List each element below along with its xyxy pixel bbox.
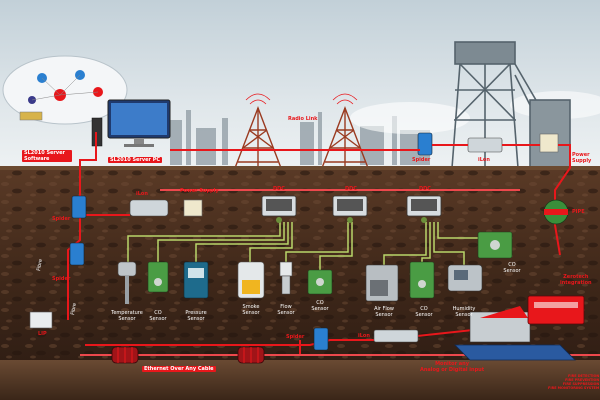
- radio-tower-right: [321, 106, 369, 169]
- power-supply-surface: [539, 133, 559, 153]
- ddc-unit: [261, 195, 297, 223]
- radio-tower-left: [234, 106, 282, 169]
- spider-label-surface: Spider: [412, 157, 431, 163]
- server-software-label: SL2010 Server Software: [22, 150, 72, 162]
- server-pc: [107, 99, 171, 147]
- conveyor-belt: [454, 306, 576, 361]
- spider-label-2: Spider: [52, 276, 71, 282]
- lip-label: LIP: [38, 331, 47, 337]
- ddc-label: DDC: [345, 186, 357, 192]
- ddc-unit: [332, 195, 368, 223]
- ilon-device-underground: [129, 199, 169, 217]
- ethernet-coupler: [111, 346, 139, 364]
- power-supply-label-underground: Power Supply: [180, 188, 219, 194]
- zerotech-unit: [527, 295, 585, 325]
- fire-system-text: FIRE DETECTION FIRE PREVENTION FIRE SUPP…: [548, 374, 600, 390]
- smoke-sensor: [237, 261, 265, 299]
- spider-device-1: [71, 195, 87, 219]
- sensor-cables: [127, 222, 490, 270]
- ground-edge: [0, 166, 600, 170]
- tunnel-floor: [0, 360, 600, 400]
- lip-device: [29, 311, 53, 329]
- ethernet-label: Ethernet Over Any Cable: [142, 366, 216, 372]
- spider-device-surface: [417, 132, 433, 156]
- spider-label-1: Spider: [52, 216, 71, 222]
- ilon-label-underground: iLon: [136, 191, 148, 197]
- spider-device-2: [69, 242, 85, 266]
- ddc-label: DDC: [419, 186, 431, 192]
- co-sensor: [477, 231, 513, 259]
- temperature-sensor: [117, 261, 137, 304]
- ilon-label-bottom: iLon: [358, 333, 370, 339]
- co-sensor: [307, 269, 333, 295]
- steam-cloud: [350, 102, 470, 134]
- power-supply-label-surface: Power Supply: [572, 152, 592, 164]
- radio-waves: [245, 93, 358, 105]
- pressure-sensor: [183, 261, 209, 299]
- humidity-sensor: [447, 264, 483, 292]
- co-sensor: [409, 261, 435, 299]
- ilon-device-surface: [467, 137, 503, 153]
- server-pc-label: SL2010 Server PC: [108, 157, 163, 163]
- ddc-label: DDC: [273, 186, 285, 192]
- ddc-unit: [406, 195, 442, 223]
- spider-label-bottom: Spider: [286, 334, 305, 340]
- pipe-device: [543, 199, 569, 225]
- ethernet-coupler: [237, 346, 265, 364]
- air-flow-sensor: [365, 264, 399, 302]
- ilon-device-bottom: [373, 329, 419, 343]
- industrial-skyline: [170, 110, 430, 165]
- radio-link-label: Radio Link: [288, 116, 318, 122]
- power-supply-underground: [183, 199, 203, 217]
- flow-sensor: [279, 261, 293, 295]
- co-sensor: [147, 261, 169, 293]
- pipe-label: PIPE: [572, 209, 585, 215]
- ilon-label-surface: iLon: [478, 157, 490, 163]
- spider-device-bottom: [313, 327, 329, 351]
